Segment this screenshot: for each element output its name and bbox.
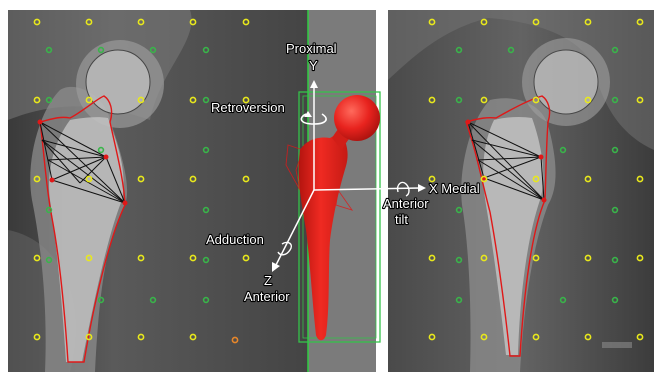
y-axis-label: Y bbox=[309, 58, 318, 73]
adduction-label: Adduction bbox=[206, 232, 264, 247]
right-xray-panel bbox=[388, 10, 654, 372]
left-xray-panel bbox=[8, 10, 308, 372]
anterior-tilt-label-line1: Anterior bbox=[383, 196, 429, 211]
anterior-tilt-label-line2: tilt bbox=[395, 212, 408, 227]
z-axis-label: Z bbox=[264, 273, 272, 288]
z-anterior-label: Anterior bbox=[244, 289, 290, 304]
x-medial-label: X Medial bbox=[429, 181, 480, 196]
implant-femoral-head bbox=[334, 95, 380, 141]
proximal-label: Proximal bbox=[286, 41, 337, 56]
retroversion-label: Retroversion bbox=[211, 100, 285, 115]
